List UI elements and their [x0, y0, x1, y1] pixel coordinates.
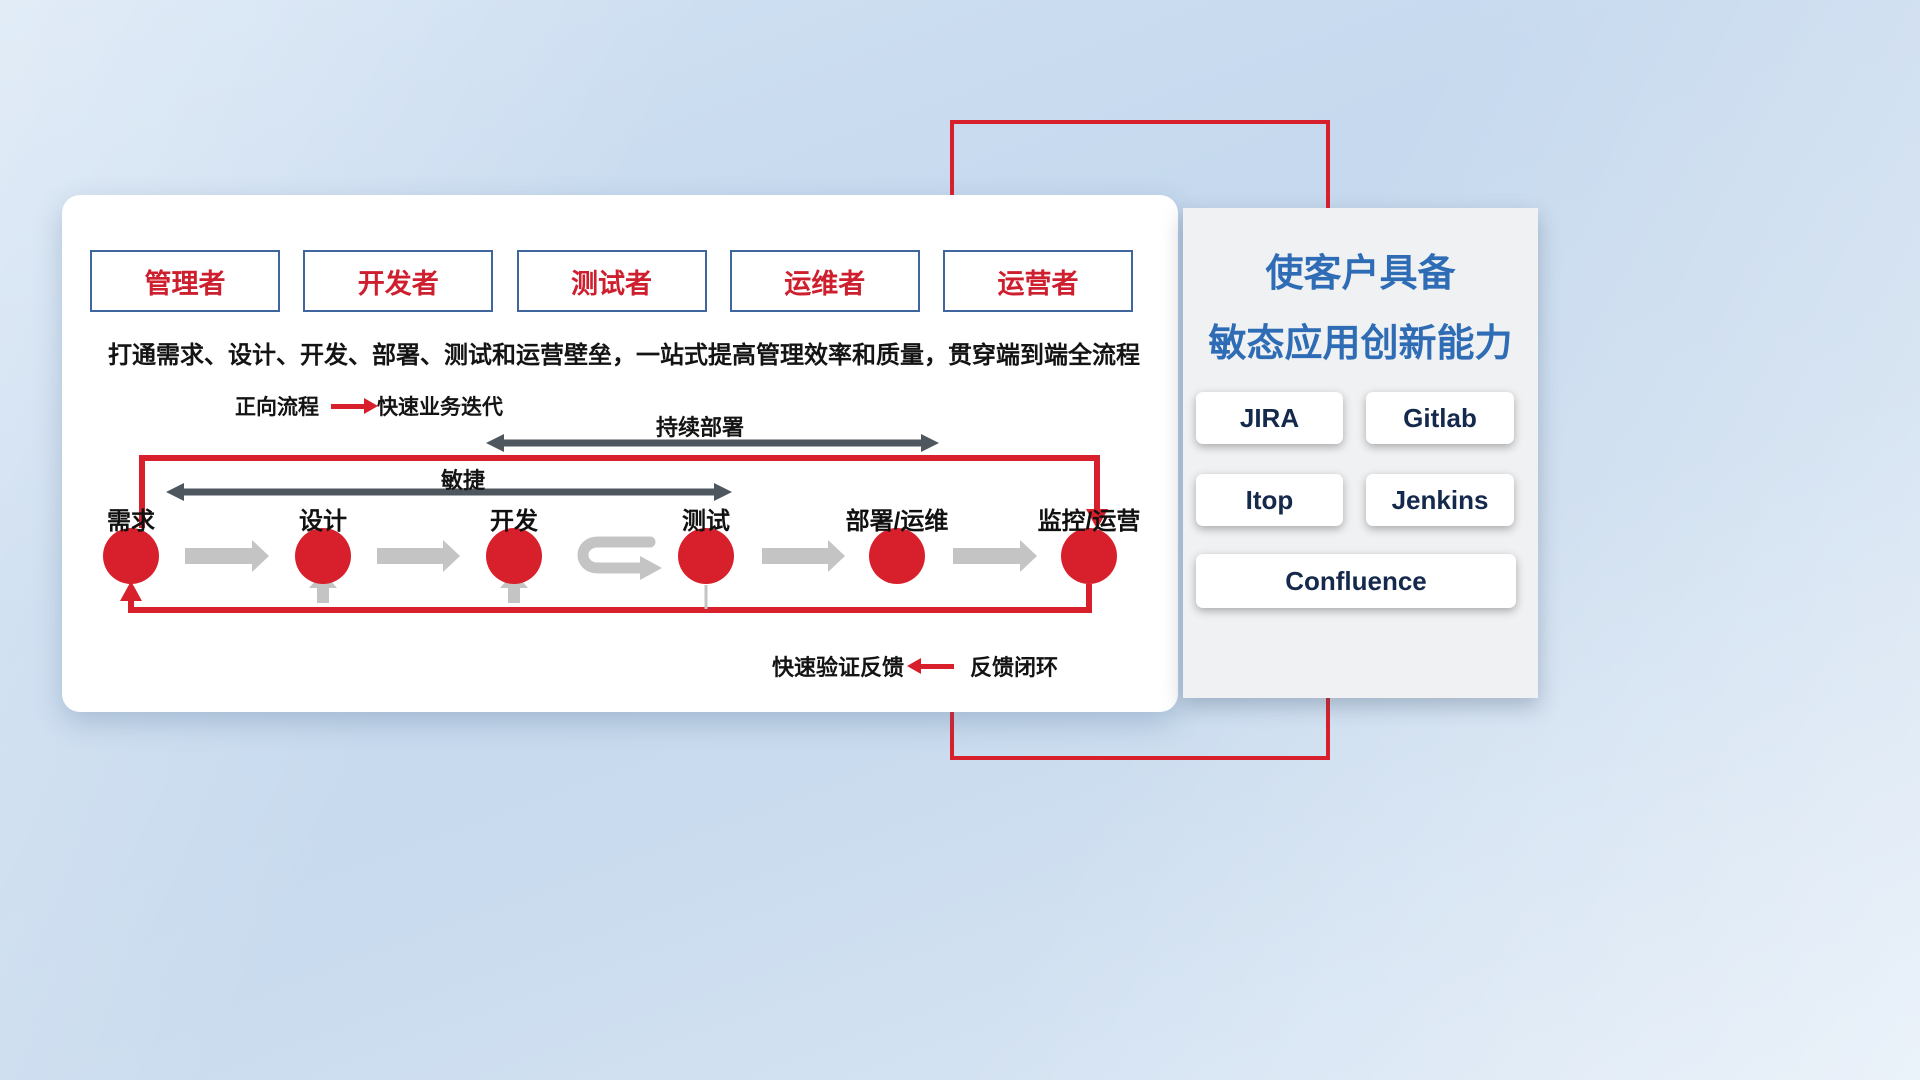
agile-range-arrow	[166, 483, 732, 501]
flow-step-arrow	[762, 540, 845, 572]
flow-step-arrow	[953, 540, 1037, 572]
stage-label-deploy-ops: 部署/运维	[845, 508, 949, 535]
role-label: 测试者	[571, 268, 652, 299]
forward-arrowhead-icon	[1086, 509, 1108, 529]
panel-title-line1: 使客户具备	[1265, 253, 1456, 295]
cd-range-arrow	[486, 434, 939, 452]
tool-label: Itop	[1245, 484, 1294, 515]
stage-circle	[295, 528, 351, 584]
stage-circle	[486, 528, 542, 584]
flow-step-arrow	[377, 540, 460, 572]
role-label: 开发者	[357, 268, 439, 299]
forward-flow-line	[139, 455, 1108, 529]
tool-label: Jenkins	[1391, 484, 1489, 515]
forward-arrow-icon	[331, 397, 378, 414]
flow-step-arrow	[185, 540, 269, 572]
cd-label: 持续部署	[655, 415, 744, 440]
role-box-operator: 运营者	[943, 250, 1133, 312]
agile-label: 敏捷	[440, 468, 485, 493]
stage-label-design: 设计	[299, 508, 347, 535]
flow-diagram-graphic	[103, 434, 1117, 613]
panel-title-line2: 敏态应用创新能力	[1208, 323, 1513, 365]
role-label: 运营者	[997, 268, 1079, 299]
feedback-arrow-icon	[907, 657, 955, 674]
role-box-tester: 测试者	[516, 250, 707, 312]
iteration-loop-icon	[577, 536, 662, 580]
devops-flow-card: 管理者 开发者 测试者 运维者 运营者 打通需求、设计、开发、部署、测试和运营壁…	[62, 195, 1178, 712]
tool-label: Gitlab	[1403, 402, 1477, 433]
tool-chip-itop: Itop	[1196, 474, 1343, 526]
feedback-up-arrow	[500, 572, 528, 603]
stage-circle	[869, 528, 925, 584]
tool-chip-jenkins: Jenkins	[1366, 474, 1514, 526]
stage-label-test: 测试	[682, 508, 730, 535]
tool-label: Confluence	[1285, 565, 1427, 596]
feedback-up-arrow	[309, 572, 337, 603]
roles-row: 管理者 开发者 测试者 运维者 运营者	[90, 250, 1133, 312]
card-subtitle: 打通需求、设计、开发、部署、测试和运营壁垒，一站式提高管理效率和质量，贯穿端到端…	[108, 342, 1140, 369]
stage-label-monitor-op: 监控/运营	[1037, 508, 1141, 535]
stage-circle	[1061, 528, 1117, 584]
role-label: 运维者	[784, 268, 866, 299]
tool-chip-gitlab: Gitlab	[1366, 392, 1514, 444]
forward-flow-legend: 正向流程 快速业务迭代	[235, 391, 503, 421]
role-box-ops: 运维者	[729, 250, 920, 312]
tool-chip-confluence: Confluence	[1196, 554, 1516, 608]
stage-label-develop: 开发	[490, 508, 538, 535]
feedback-desc: 快速验证反馈	[772, 655, 905, 680]
role-box-manager: 管理者	[90, 250, 280, 312]
feedback-label: 反馈闭环	[970, 655, 1059, 680]
tool-label: JIRA	[1239, 402, 1300, 433]
stage-circle	[103, 528, 159, 584]
feedback-loop-line	[120, 581, 1092, 613]
capability-panel: 使客户具备 敏态应用创新能力 JIRA Gitlab Itop Jenkins …	[1183, 208, 1538, 698]
feedback-arrowhead-icon	[120, 581, 142, 601]
role-label: 管理者	[144, 268, 226, 299]
stage-circle	[678, 528, 734, 584]
stage-label-requirement: 需求	[107, 508, 155, 535]
forward-flow-label: 正向流程	[235, 396, 319, 419]
feedback-legend: 快速验证反馈 反馈闭环	[772, 650, 1058, 682]
tool-chip-jira: JIRA	[1196, 392, 1343, 444]
forward-flow-desc: 快速业务迭代	[377, 396, 503, 419]
role-box-developer: 开发者	[303, 250, 494, 312]
